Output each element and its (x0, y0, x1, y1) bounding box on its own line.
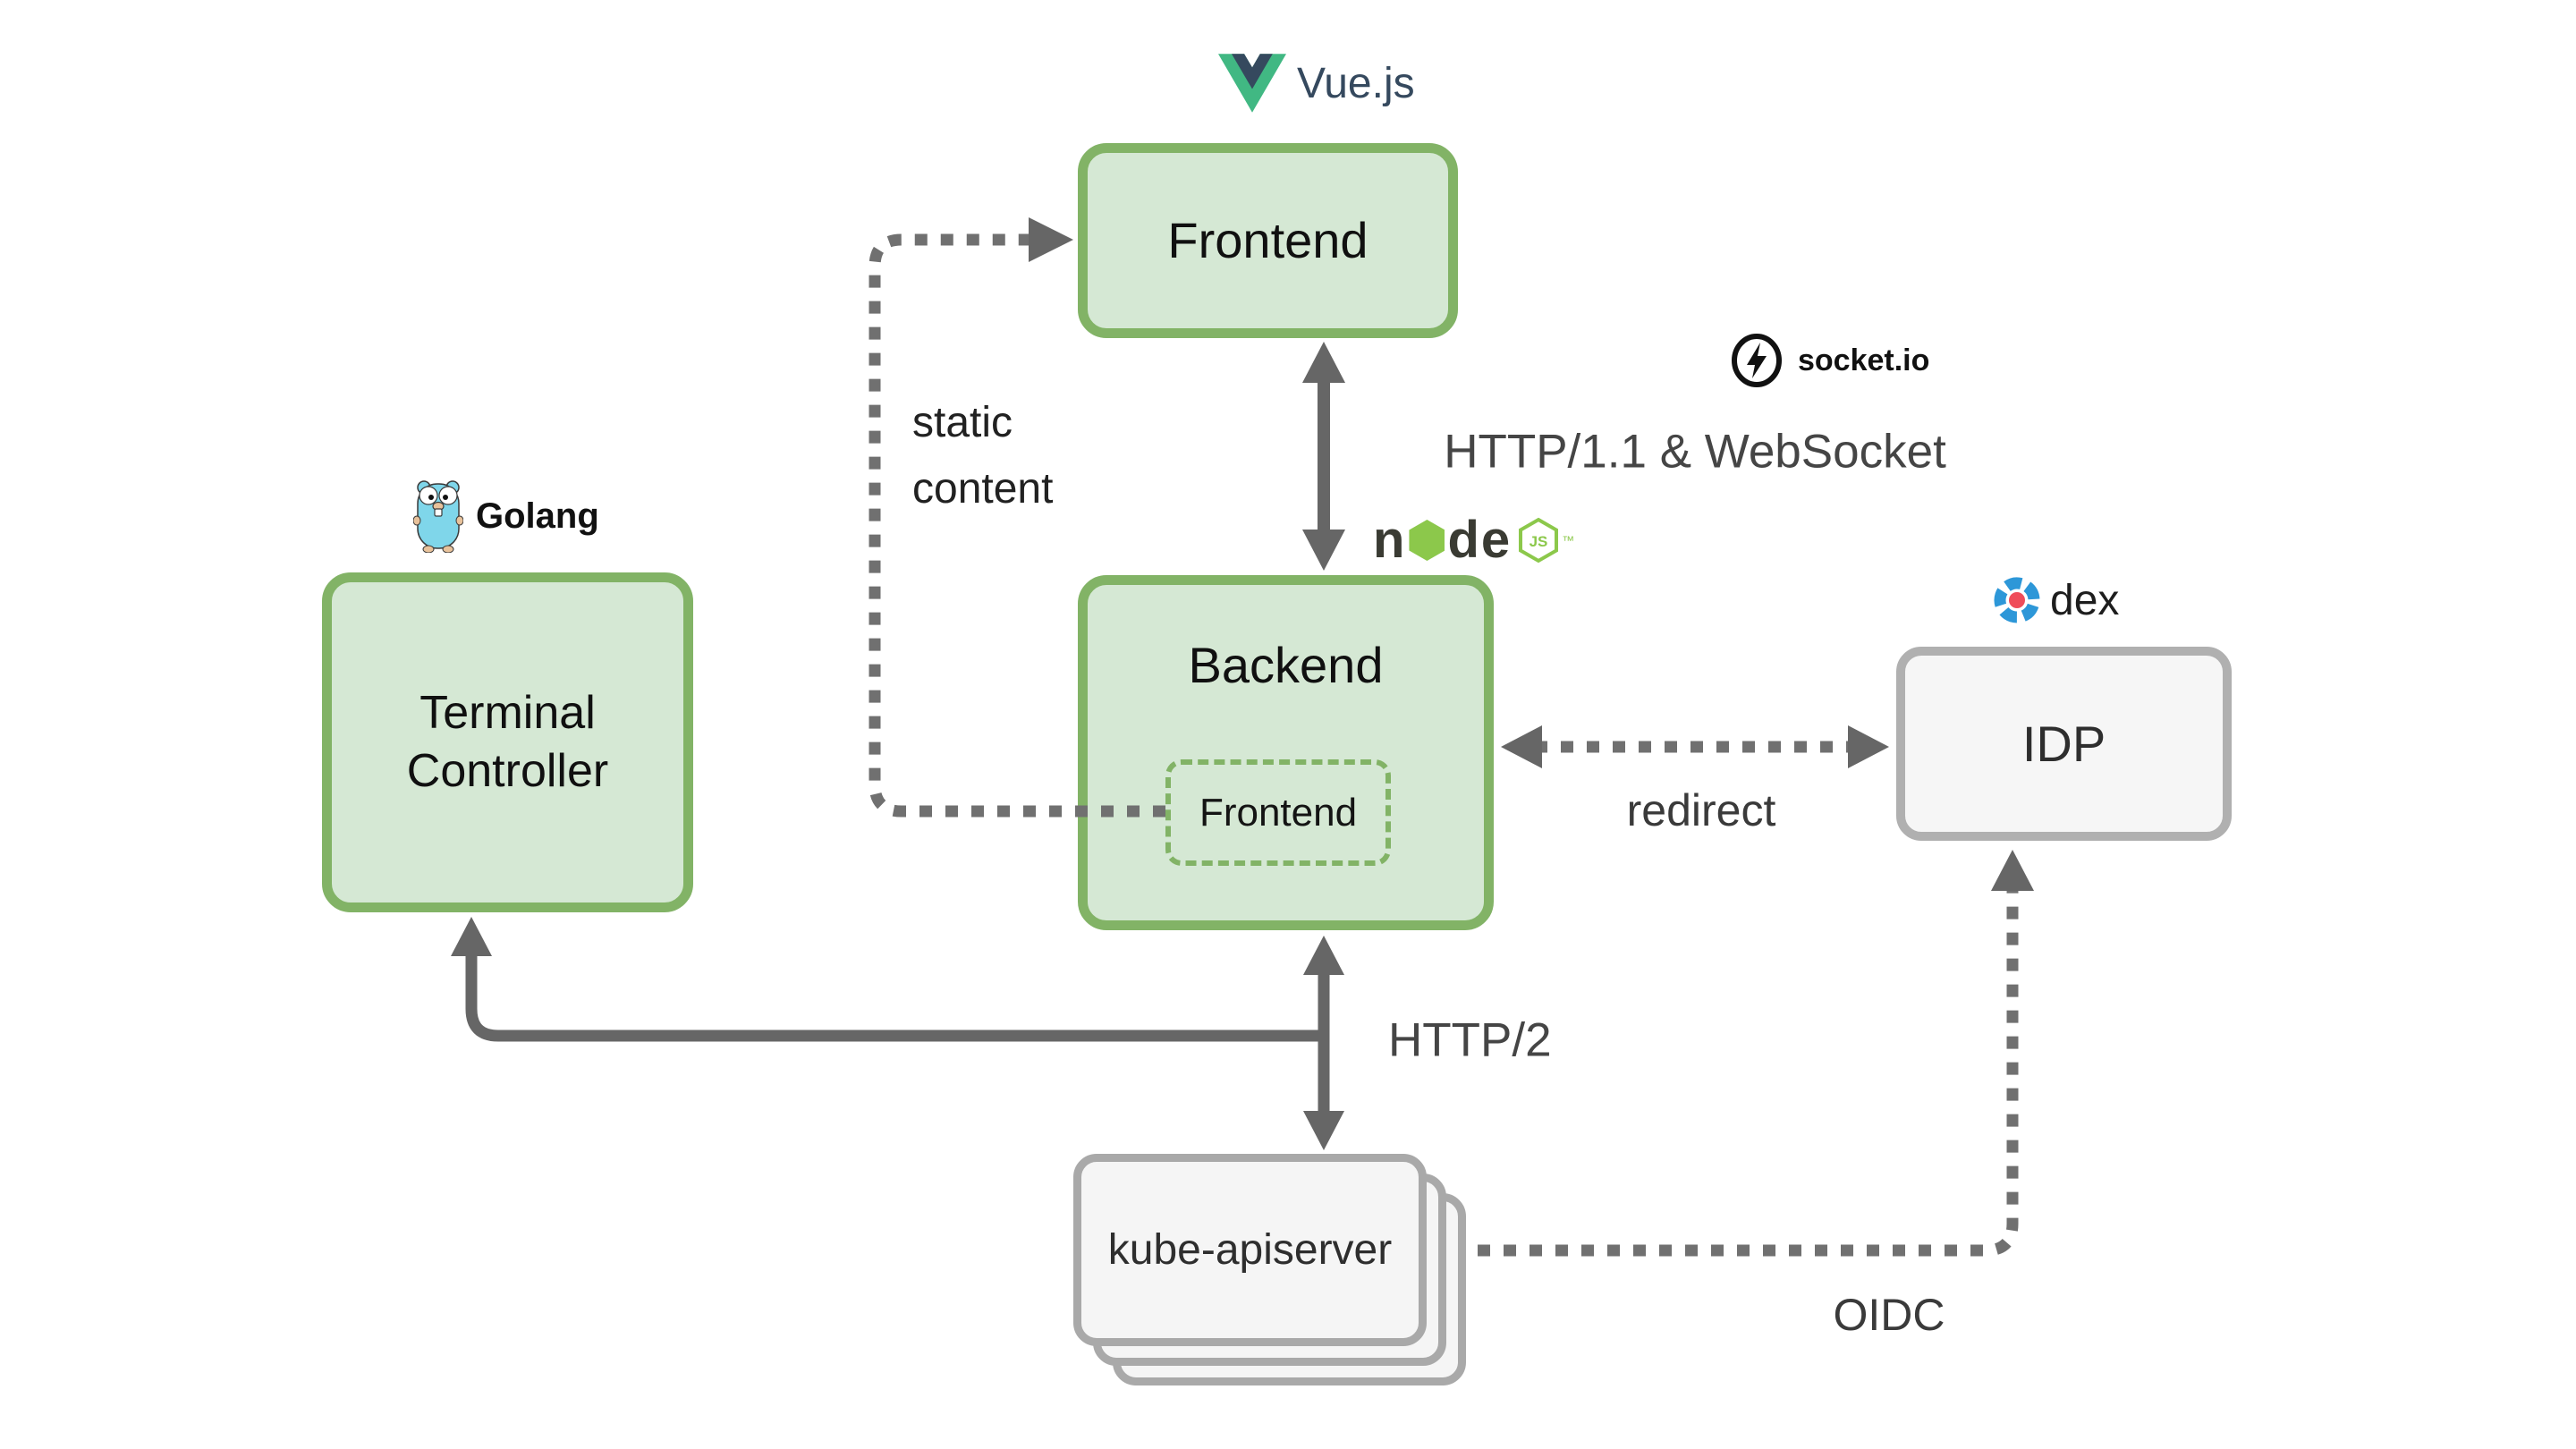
http-websocket-label: HTTP/1.1 & WebSocket (1444, 425, 1946, 479)
golang-logo: Golang (413, 479, 599, 553)
golang-label: Golang (476, 496, 599, 536)
vuejs-icon (1218, 54, 1286, 113)
static-content-label: static content (912, 399, 1054, 513)
backend-embedded-frontend-label: Frontend (1199, 790, 1358, 835)
nodejs-letter-n: n (1373, 511, 1407, 569)
frontend-label: Frontend (1167, 212, 1368, 268)
redirect-label: redirect (1626, 785, 1776, 835)
socketio-label: socket.io (1798, 343, 1930, 377)
nodejs-js-hexagon-icon: JS (1519, 517, 1559, 564)
dex-icon (1994, 577, 2040, 623)
terminal-controller-node: Terminal Controller (322, 572, 693, 912)
backend-embedded-frontend-node: Frontend (1165, 759, 1391, 866)
nodejs-hexagon-icon (1409, 520, 1445, 561)
kube-apiserver-label: kube-apiserver (1107, 1226, 1393, 1274)
vuejs-logo: Vue.js (1218, 54, 1415, 113)
http2-arrows (451, 917, 1344, 1150)
dex-label: dex (2050, 576, 2120, 624)
frontend-node: Frontend (1078, 143, 1458, 338)
nodejs-letters-de: de (1447, 511, 1513, 569)
redirect-arrow (1501, 725, 1889, 768)
nodejs-js-text: JS (1530, 533, 1548, 550)
idp-label: IDP (2021, 715, 2106, 772)
frontend-backend-arrow (1302, 342, 1345, 571)
vuejs-label: Vue.js (1297, 59, 1415, 107)
oidc-label: OIDC (1833, 1290, 1945, 1340)
backend-node: Backend (1078, 575, 1494, 930)
golang-gopher-icon (413, 480, 463, 553)
terminal-controller-label: Terminal Controller (406, 687, 609, 797)
oidc-arrow (1478, 850, 2034, 1257)
idp-node: IDP (1896, 647, 2232, 841)
socketio-logo: socket.io (1730, 333, 1929, 388)
socketio-icon (1732, 334, 1782, 387)
kube-apiserver-node: kube-apiserver (1073, 1154, 1427, 1346)
http2-label: HTTP/2 (1388, 1013, 1552, 1067)
nodejs-logo: n de JS ™ (1373, 514, 1574, 566)
backend-label: Backend (1188, 637, 1384, 693)
nodejs-tm: ™ (1562, 533, 1575, 547)
dex-logo: dex (1989, 572, 2119, 628)
